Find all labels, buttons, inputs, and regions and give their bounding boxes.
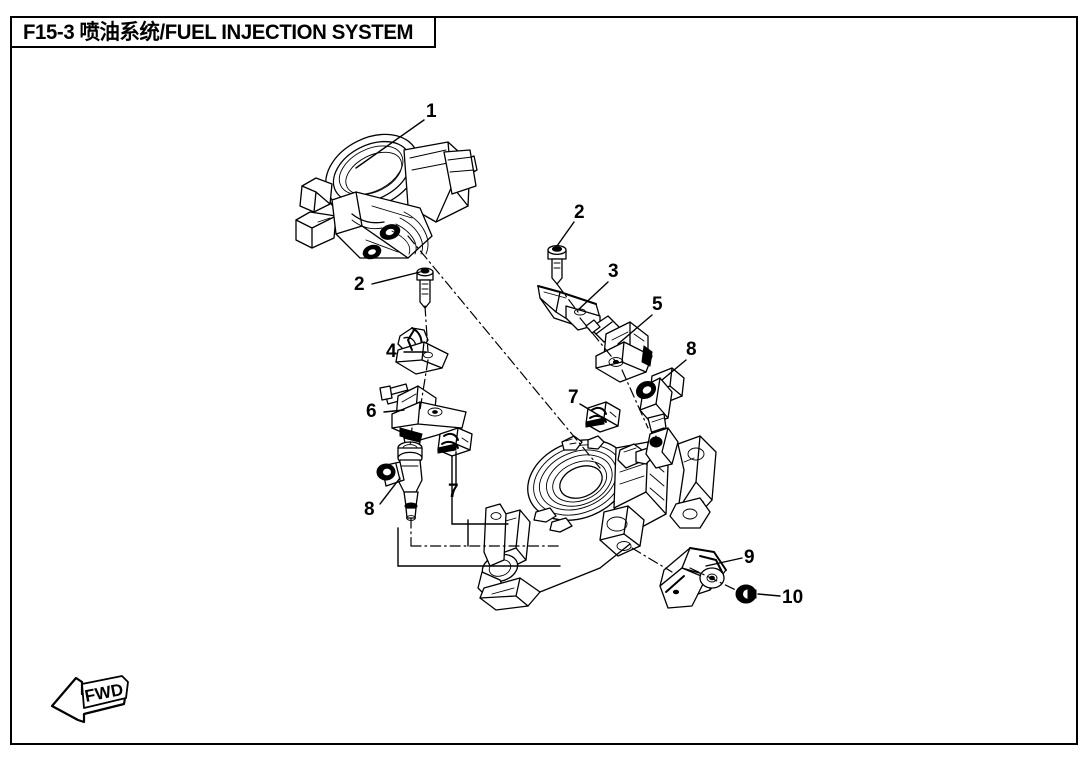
part-8-fuel-injector-left xyxy=(376,441,423,521)
page-title: F15-3 喷油系统/FUEL INJECTION SYSTEM xyxy=(23,20,414,44)
forward-direction-arrow-icon: FWD xyxy=(50,675,129,724)
callout-8a: 8 xyxy=(686,339,697,360)
part-7-retaining-clip-right xyxy=(585,401,621,433)
part-2-flange-bolt-right xyxy=(547,244,567,285)
callout-10: 10 xyxy=(782,587,804,608)
callout-3: 3 xyxy=(608,261,619,282)
callout-4: 4 xyxy=(386,341,397,362)
callout-9: 9 xyxy=(744,547,755,568)
part-6-fuel-rail-connector xyxy=(379,383,467,451)
section-title-box: F15-3 喷油系统/FUEL INJECTION SYSTEM xyxy=(10,16,437,48)
callout-2b: 2 xyxy=(574,202,585,223)
part-5-fuel-rail-connector xyxy=(585,315,653,383)
part-10-nut xyxy=(735,584,757,604)
callout-leader-lines xyxy=(355,119,781,597)
page-border xyxy=(10,16,1078,745)
part-8-fuel-injector-right xyxy=(635,367,685,443)
callout-6: 6 xyxy=(366,401,377,422)
part-2-flange-bolt-left xyxy=(416,267,434,309)
part-7-retaining-clip-left xyxy=(437,427,473,457)
assembly-axis-lines xyxy=(407,235,741,593)
callout-1: 1 xyxy=(426,101,437,122)
part-4-injector-retaining-clip xyxy=(395,327,449,375)
callout-7a: 7 xyxy=(568,387,579,408)
callout-8b: 8 xyxy=(364,499,375,520)
callout-5: 5 xyxy=(652,294,663,315)
connection-lines xyxy=(397,455,631,593)
part-1-throttle-body-assembly xyxy=(295,133,478,260)
part-9-mounting-bracket xyxy=(659,547,727,609)
callout-7b: 7 xyxy=(448,481,459,502)
callout-2a: 2 xyxy=(354,274,365,295)
intake-manifold-assembly xyxy=(477,427,717,611)
